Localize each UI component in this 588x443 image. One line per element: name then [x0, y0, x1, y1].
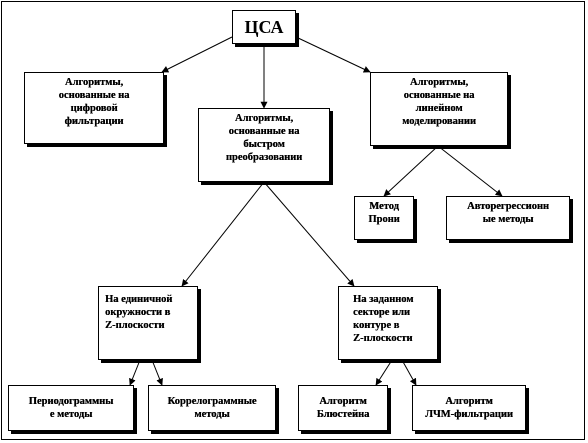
node-digital-filtering: Алгоритмы, основанные на цифровой фильтр… — [24, 72, 164, 144]
node-label: Периодограммны е методы — [28, 396, 114, 420]
node-label: Метод Прони — [368, 201, 400, 225]
node-fast-transform: Алгоритмы, основанные на быстром преобра… — [198, 108, 330, 182]
node-label: Алгоритмы, основанные на цифровой фильтр… — [58, 77, 130, 127]
node-label: Алгоритм ЛЧМ-фильтрации — [425, 396, 513, 420]
root-label: ЦСА — [244, 17, 284, 37]
node-bluestein: Алгоритм Блюстейна — [298, 385, 388, 431]
node-autoregressive: Авторегрессионн ые методы — [446, 196, 570, 240]
node-label: Авторегрессионн ые методы — [467, 201, 549, 225]
node-lchm: Алгоритм ЛЧМ-фильтрации — [412, 385, 526, 431]
node-periodogram: Периодограммны е методы — [8, 385, 134, 431]
node-prony: Метод Прони — [354, 196, 414, 240]
node-label: Алгоритмы, основанные на быстром преобра… — [225, 113, 303, 163]
node-label: На единичной окружности в Z-плоскости — [105, 294, 173, 331]
node-label: Коррелограммные методы — [167, 396, 257, 420]
node-label: На заданном секторе или контуре в Z-плос… — [353, 294, 414, 344]
node-unit-circle: На единичной окружности в Z-плоскости — [98, 286, 198, 360]
node-label: Алгоритмы, основанные на линейном модели… — [402, 77, 476, 127]
node-sector-contour: На заданном секторе или контуре в Z-плос… — [338, 286, 438, 360]
node-label: Алгоритм Блюстейна — [316, 396, 370, 420]
node-correlogram: Коррелограммные методы — [148, 385, 276, 431]
node-linear-modeling: Алгоритмы, основанные на линейном модели… — [370, 72, 508, 146]
root-node-csa: ЦСА — [232, 10, 296, 44]
